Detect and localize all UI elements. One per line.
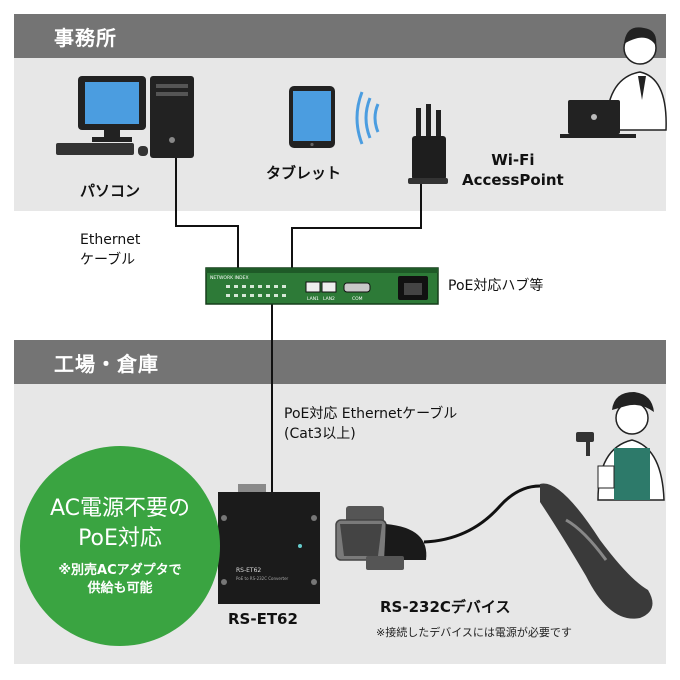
scanner-cable — [423, 484, 541, 544]
rs-et62-device-icon: RS-ET62 PoE to RS-232C Converter — [218, 484, 320, 604]
poe-badge: AC電源不要の PoE対応 ※別売ACアダプタで 供給も可能 — [20, 446, 220, 646]
poe-badge-line2: PoE対応 — [78, 526, 162, 551]
device-panel-subtitle: PoE to RS-232C Converter — [236, 576, 289, 581]
poe-hub-icon: NETWORK INDEX LAN1 LAN2 COM — [205, 267, 439, 305]
pc-cable — [175, 158, 239, 278]
wifi-ap-label: Wi-Fi AccessPoint — [462, 151, 564, 189]
poe-cable-label: PoE対応 Ethernetケーブル (Cat3以上) — [284, 406, 458, 442]
hub-index-label: NETWORK INDEX — [210, 275, 249, 281]
power-note: ※接続したデバイスには電源が必要です — [376, 626, 572, 639]
wifi-signal-icon — [355, 91, 380, 145]
db9-connector-icon — [335, 506, 427, 570]
poe-badge-line1: AC電源不要の — [49, 496, 191, 521]
office-title: 事務所 — [54, 26, 117, 50]
office-header: 事務所 — [14, 14, 666, 58]
poe-badge-note: ※別売ACアダプタで 供給も可能 — [58, 563, 182, 596]
tablet-icon — [289, 86, 335, 148]
device-panel-model: RS-ET62 — [236, 567, 261, 574]
wifi-router-icon — [408, 104, 448, 184]
rs232c-device-label: RS-232Cデバイス — [380, 598, 511, 616]
ap-cable — [291, 184, 422, 278]
rs-et62-label: RS-ET62 — [228, 610, 298, 628]
factory-header: 工場・倉庫 — [14, 340, 666, 384]
hub-port-lan2: LAN2 — [323, 296, 335, 302]
hub-port-lan1: LAN1 — [307, 296, 319, 302]
factory-worker-icon — [576, 392, 665, 501]
tablet-label: タブレット — [266, 164, 342, 182]
hub-port-com: COM — [352, 296, 363, 302]
ethernet-cable-label: Ethernet ケーブル — [80, 232, 141, 268]
cables — [175, 158, 422, 492]
poe-hub-label: PoE対応ハブ等 — [448, 278, 544, 294]
desktop-pc-icon — [56, 76, 194, 158]
factory-title: 工場・倉庫 — [54, 352, 159, 376]
pc-label: パソコン — [80, 182, 141, 200]
office-worker-icon — [560, 27, 667, 138]
barcode-scanner-icon — [540, 483, 653, 619]
